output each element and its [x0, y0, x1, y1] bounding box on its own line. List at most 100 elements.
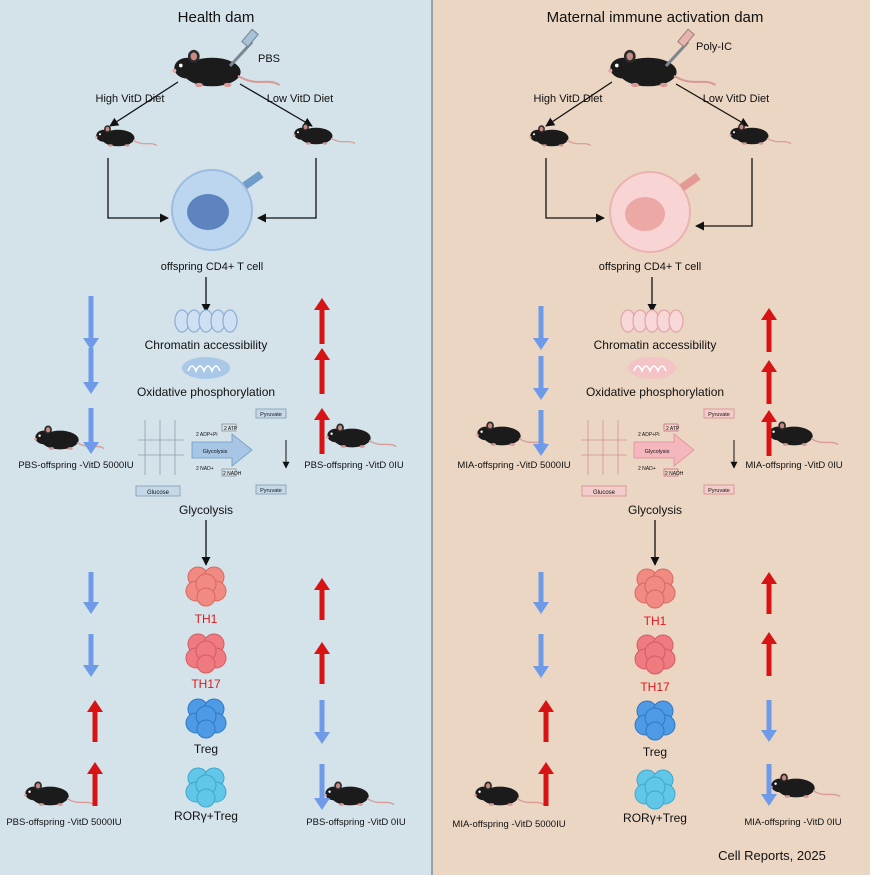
- syringe-icon: [228, 28, 259, 68]
- up-arrow-icon: [761, 360, 777, 404]
- glycolysis-diagram-left: Glucose Glycolysis 2 ADP+Pi 2 NAD+ 2 ATP…: [135, 408, 290, 497]
- right-diet-low: Low VitD Diet: [703, 93, 769, 105]
- mitochondria-icon-right: [627, 356, 677, 380]
- left-chromatin: Chromatin accessibility: [145, 338, 268, 352]
- down-arrow-icon: [83, 296, 99, 350]
- down-arrow-icon: [83, 634, 99, 677]
- up-arrow-icon: [761, 632, 777, 676]
- up-arrow-icon: [314, 348, 330, 394]
- th1-cluster-right: [634, 568, 676, 609]
- chromatin-icon: [174, 309, 238, 333]
- left-glycolysis: Glycolysis: [179, 503, 233, 517]
- down-arrow-icon: [314, 764, 330, 810]
- left-th17: TH17: [191, 677, 221, 691]
- roryt-treg-cluster-right: [634, 769, 676, 810]
- mitochondria-icon: [181, 356, 231, 380]
- left-offspring-high-top: PBS-offspring -VitD 5000IU: [18, 460, 133, 471]
- down-arrow-icon: [533, 634, 549, 678]
- cd4-t-cell-right: [609, 171, 701, 253]
- right-th1: TH1: [644, 614, 667, 628]
- adp-label: 2 ADP+Pi: [196, 432, 218, 438]
- left-th1: TH1: [195, 612, 218, 626]
- right-injection-label: Poly-IC: [696, 41, 732, 53]
- down-arrow-icon: [533, 572, 549, 614]
- adp-label-right: 2 ADP+Pi: [638, 432, 660, 438]
- th17-cluster-left: [185, 633, 227, 674]
- pup-mouse-right-high: [528, 124, 592, 148]
- left-offspring-high-bottom: PBS-offspring -VitD 5000IU: [6, 817, 121, 828]
- pup-mouse-right-low: [728, 122, 792, 146]
- cd4-t-cell-left: [171, 169, 264, 251]
- down-arrow-icon: [83, 572, 99, 614]
- mia-offspring-high-mouse-bottom: [473, 780, 545, 807]
- dam-mouse-right: [607, 48, 717, 89]
- right-diet-high: High VitD Diet: [534, 93, 603, 105]
- right-oxphos: Oxidative phosphorylation: [586, 385, 724, 399]
- right-offspring-low-bottom: MIA-offspring -VitD 0IU: [744, 817, 841, 828]
- pbs-offspring-low-mouse-bottom: [323, 780, 395, 807]
- right-offspring-high-top: MIA-offspring -VitD 5000IU: [457, 460, 570, 471]
- up-arrow-icon: [538, 700, 554, 742]
- nad-label: 2 NAD+: [196, 466, 214, 472]
- right-th17: TH17: [640, 680, 670, 694]
- down-arrow-icon: [314, 700, 330, 744]
- left-roryt-treg: RORγ+Treg: [174, 809, 238, 823]
- up-arrow-icon: [87, 700, 103, 742]
- nad-label-right: 2 NAD+: [638, 466, 656, 472]
- left-injection-label: PBS: [258, 53, 280, 65]
- down-arrow-icon: [533, 306, 549, 350]
- trend-arrows: [83, 296, 777, 810]
- down-arrow-icon: [83, 408, 99, 454]
- up-arrow-icon: [761, 572, 777, 614]
- mia-offspring-low-mouse-top: [767, 420, 839, 447]
- roryt-treg-cluster-left: [185, 767, 227, 808]
- glycolysis-arrow-label-right: Glycolysis: [645, 449, 670, 455]
- left-diet-high: High VitD Diet: [96, 93, 165, 105]
- up-arrow-icon: [761, 308, 777, 352]
- down-arrow-icon: [761, 700, 777, 742]
- left-offspring-low-top: PBS-offspring -VitD 0IU: [304, 460, 404, 471]
- pbs-offspring-high-mouse-bottom: [23, 780, 95, 807]
- atp-label-right: 2 ATP: [666, 426, 680, 432]
- up-arrow-icon: [761, 410, 777, 456]
- right-panel-content: Maternal immune activation dam Poly-IC H…: [452, 9, 842, 863]
- th1-cluster-left: [185, 566, 227, 607]
- atp-label: 2 ATP: [224, 426, 238, 432]
- up-arrow-icon: [314, 408, 330, 454]
- treg-cluster-right: [634, 700, 676, 741]
- pyruvate-top-label-right: Pyruvate: [708, 412, 730, 418]
- left-oxphos: Oxidative phosphorylation: [137, 385, 275, 399]
- pyruvate-bottom-label: Pyruvate: [260, 488, 282, 494]
- left-diet-low: Low VitD Diet: [267, 93, 333, 105]
- down-arrow-icon: [83, 348, 99, 394]
- left-offspring-low-bottom: PBS-offspring -VitD 0IU: [306, 817, 406, 828]
- pup-mouse-left-low: [292, 122, 356, 146]
- citation: Cell Reports, 2025: [718, 848, 826, 863]
- right-treg: Treg: [643, 745, 667, 759]
- down-arrow-icon: [533, 356, 549, 400]
- pbs-offspring-low-mouse-top: [325, 422, 397, 449]
- pyruvate-bottom-label-right: Pyruvate: [708, 488, 730, 494]
- right-offspring-low-top: MIA-offspring -VitD 0IU: [745, 460, 842, 471]
- glycolysis-diagram-right: Glucose Glycolysis 2 ADP+Pi 2 NAD+ 2 ATP…: [581, 408, 738, 497]
- nadh-label: 2 NADH: [223, 471, 242, 477]
- pup-mouse-left-high: [94, 124, 158, 148]
- nadh-label-right: 2 NADH: [665, 471, 684, 477]
- mia-offspring-low-mouse-bottom: [769, 772, 841, 799]
- syringe-icon-right: [664, 28, 695, 68]
- down-arrow-icon: [533, 410, 549, 456]
- left-panel-content: Health dam PBS High VitD Diet Low VitD D…: [6, 9, 406, 828]
- right-roryt-treg: RORγ+Treg: [623, 811, 687, 825]
- right-title: Maternal immune activation dam: [547, 9, 764, 26]
- up-arrow-icon: [87, 762, 103, 806]
- left-treg: Treg: [194, 742, 218, 756]
- right-chromatin: Chromatin accessibility: [594, 338, 717, 352]
- up-arrow-icon: [314, 642, 330, 684]
- pyruvate-top-label: Pyruvate: [260, 412, 282, 418]
- left-cell-label: offspring CD4+ T cell: [161, 261, 263, 273]
- up-arrow-icon: [314, 298, 330, 344]
- left-title: Health dam: [178, 9, 255, 26]
- glucose-label: Glucose: [147, 490, 170, 496]
- glycolysis-arrow-label: Glycolysis: [203, 449, 228, 455]
